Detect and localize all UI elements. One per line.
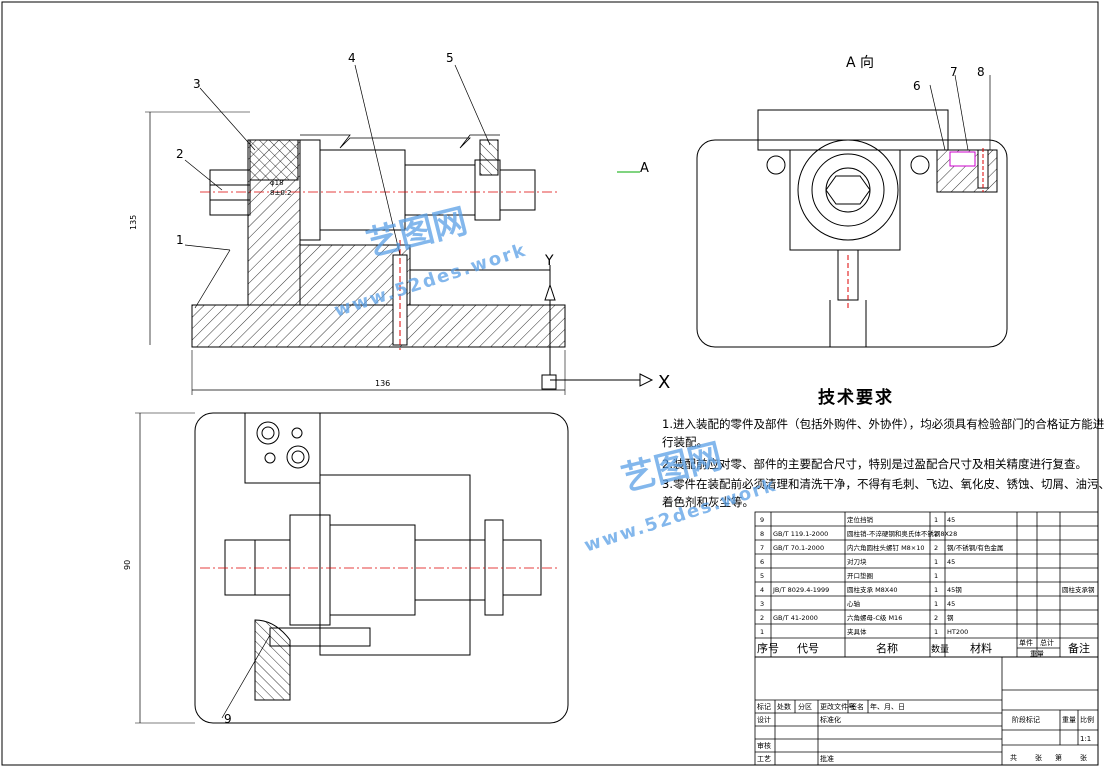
axis-x-label: X: [658, 372, 670, 393]
tb-date: 年、月、日: [870, 702, 905, 711]
tb-approve: 批准: [820, 754, 834, 763]
bom-cell-no: 9: [760, 516, 764, 524]
bom-cell-name: 圆柱支承 M8X40: [847, 585, 898, 594]
view-label-a: A 向: [846, 55, 875, 71]
callout-3: 3: [193, 77, 201, 91]
callout-1: 1: [176, 233, 184, 247]
tb-process: 工艺: [757, 755, 771, 763]
dim-height-top: 90: [123, 560, 132, 570]
bom-cell-no: 2: [760, 614, 764, 622]
bom-cell-code: JB/T 8029.4-1999: [772, 586, 829, 594]
callout-8: 8: [977, 65, 985, 79]
bom-cell-no: 4: [760, 586, 764, 594]
tb-stage: 阶段标记: [1012, 715, 1040, 724]
bom-cell-no: 8: [760, 530, 764, 538]
arrow-label-a: A: [640, 161, 649, 176]
bom-cell-material: 45: [947, 516, 955, 524]
tb-change: 更改文件号: [820, 702, 855, 711]
tech-line-3: 2.装配前应对零、部件的主要配合尺寸，特别是过盈配合尺寸及相关精度进行复查。: [662, 457, 1087, 471]
bom-cell-qty: 2: [934, 614, 938, 622]
dim-height-front: 135: [129, 215, 138, 230]
bom-header-note: 备注: [1068, 641, 1090, 655]
bom-cell-no: 3: [760, 600, 764, 608]
side-view-a: [696, 74, 1008, 348]
bom-cell-material: 钢: [947, 614, 954, 622]
tb-sheets-3: 张: [1080, 753, 1087, 762]
bom-cell-material: 45钢: [947, 586, 962, 594]
top-view: [135, 412, 569, 724]
bom-header-name: 名称: [876, 641, 898, 655]
tb-sheets-0: 共: [1010, 753, 1017, 762]
tb-zone: 分区: [798, 702, 812, 711]
bom-cell-name: 心轴: [847, 599, 861, 608]
front-view: [145, 64, 654, 395]
bom-cell-name: 夹具体: [847, 627, 867, 636]
bom-cell-qty: 1: [934, 516, 938, 524]
tb-design: 设计: [757, 715, 771, 724]
tb-count: 处数: [777, 702, 791, 711]
bom-header-qty: 数量: [931, 643, 949, 655]
bom-cell-qty: 1: [934, 572, 938, 580]
bom-cell-no: 7: [760, 544, 764, 552]
bom-header-code: 代号: [797, 642, 819, 655]
bom-header-weight: 重量: [1030, 650, 1044, 658]
tech-line-2: 行装配。: [662, 435, 708, 449]
bom-cell-material: 45: [947, 600, 955, 608]
tb-sign: 签名: [850, 702, 864, 711]
bom-cell-qty: 2: [934, 544, 938, 552]
tb-sheets-2: 第: [1055, 753, 1062, 762]
bom-cell-name: 内六角圆柱头螺钉 M8×10: [847, 543, 925, 552]
bom-cell-qty: 1: [934, 600, 938, 608]
tb-check: 审核: [757, 741, 771, 750]
tb-mark: 标记: [757, 702, 771, 711]
dim-small-2: φ18: [270, 179, 284, 187]
axis-y-label: Y: [544, 253, 554, 269]
bom-cell-qty: 2: [934, 530, 938, 538]
bom-cell-material: HT200: [947, 628, 968, 636]
bom-table: [754, 511, 1099, 766]
tech-line-4: 3.零件在装配前必须清理和清洗干净，不得有毛刺、飞边、氧化皮、锈蚀、切屑、油污、: [662, 477, 1110, 491]
bom-header-total: 总计: [1040, 638, 1054, 647]
bom-cell-code: GB/T 119.1-2000: [773, 530, 828, 538]
bom-cell-name: 对刀块: [847, 557, 867, 566]
bom-cell-qty: 1: [934, 586, 938, 594]
tb-weight: 重量: [1062, 716, 1076, 724]
callout-5: 5: [446, 51, 454, 65]
bom-cell-code: GB/T 70.1-2000: [773, 544, 824, 552]
bom-cell-no: 5: [760, 572, 764, 580]
tech-line-5: 着色剂和灰尘等。: [662, 495, 754, 509]
bom-cell-name: 定位挡销: [847, 515, 874, 524]
callout-6: 6: [913, 79, 921, 93]
bom-cell-note: 圆柱支承钢: [1062, 585, 1095, 594]
tb-scale-value: 1:1: [1080, 735, 1091, 743]
callout-4: 4: [348, 51, 356, 65]
bom-cell-no: 6: [760, 558, 764, 566]
bom-header-unit: 单件: [1019, 638, 1033, 647]
callout-2: 2: [176, 147, 184, 161]
tech-title: 技术要求: [818, 388, 894, 408]
bom-cell-material: 45: [947, 558, 955, 566]
dim-small: 8±0.2: [270, 189, 291, 197]
bom-cell-qty: 1: [934, 628, 938, 636]
dim-width-front: 136: [375, 379, 390, 388]
bom-header-no: 序号: [757, 641, 779, 655]
bom-cell-name: 圆柱销-不淬硬钢和奥氏体不锈钢8X28: [847, 529, 957, 538]
bom-header-material: 材料: [970, 641, 992, 655]
tb-std: 标准化: [820, 715, 841, 724]
bom-cell-name: 六角螺母-C级 M16: [847, 613, 902, 622]
bom-cell-code: GB/T 41-2000: [773, 614, 818, 622]
tech-line-1: 1.进入装配的零件及部件（包括外购件、外协件），均必须具有检验部门的合格证方能进: [662, 417, 1105, 431]
bom-cell-material: 钢/不锈钢/有色金属: [947, 543, 1003, 552]
bom-cell-name: 开口垫圈: [847, 571, 873, 580]
bom-cell-no: 1: [760, 628, 764, 636]
callout-7: 7: [950, 65, 958, 79]
tb-sheets-1: 张: [1035, 753, 1042, 762]
bom-cell-qty: 1: [934, 558, 938, 566]
callout-9: 9: [224, 712, 232, 726]
tb-scale: 比例: [1080, 715, 1094, 724]
